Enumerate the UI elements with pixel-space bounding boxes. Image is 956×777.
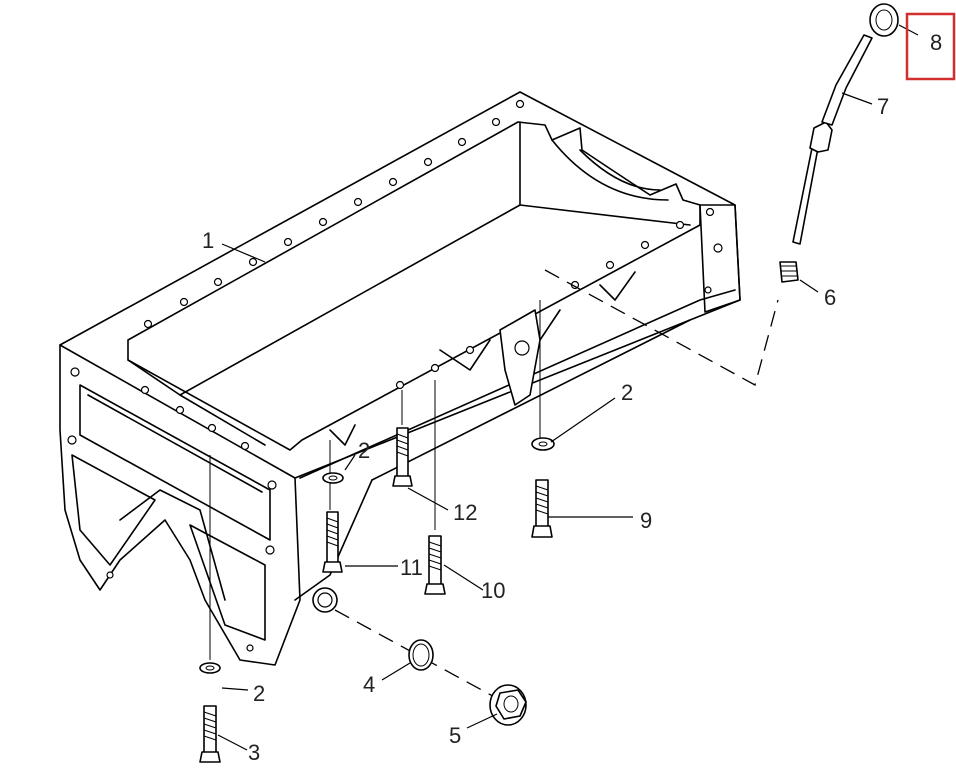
lock-washer-part-2-left — [199, 662, 221, 674]
callout-8-highlight-box — [905, 12, 956, 81]
callout-7: 7 — [877, 94, 889, 119]
bolt-part-9 — [531, 479, 553, 538]
callouts: 1 2 2 2 3 4 5 6 7 8 9 10 11 12 — [202, 30, 942, 765]
callout-8: 8 — [930, 30, 942, 55]
dipstick-tube-part-7 — [792, 34, 873, 245]
callout-2-left: 2 — [253, 681, 265, 706]
callout-1: 1 — [202, 228, 214, 253]
lock-washer-part-2-right — [531, 437, 555, 451]
dipstick-handle-part-8 — [869, 3, 899, 37]
callout-10: 10 — [481, 578, 505, 603]
callout-9: 9 — [640, 508, 652, 533]
callout-2-right: 2 — [621, 380, 633, 405]
callout-6: 6 — [824, 285, 836, 310]
seal-ring-part-4 — [408, 639, 434, 671]
callout-5: 5 — [449, 723, 461, 748]
stud-part-12 — [392, 427, 413, 487]
lock-washer-part-2-middle — [322, 472, 344, 484]
dipstick-adapter-part-6 — [779, 261, 799, 283]
callout-2-middle: 2 — [358, 438, 370, 463]
callout-12: 12 — [453, 500, 477, 525]
bolt-part-11 — [322, 511, 343, 573]
drain-plug-part-5 — [489, 684, 527, 726]
bolt-part-10 — [424, 535, 446, 595]
callout-4: 4 — [363, 672, 375, 697]
callout-11: 11 — [400, 555, 423, 580]
bolt-part-3 — [199, 705, 221, 763]
callout-3: 3 — [248, 740, 260, 765]
leader-lines — [217, 24, 919, 751]
